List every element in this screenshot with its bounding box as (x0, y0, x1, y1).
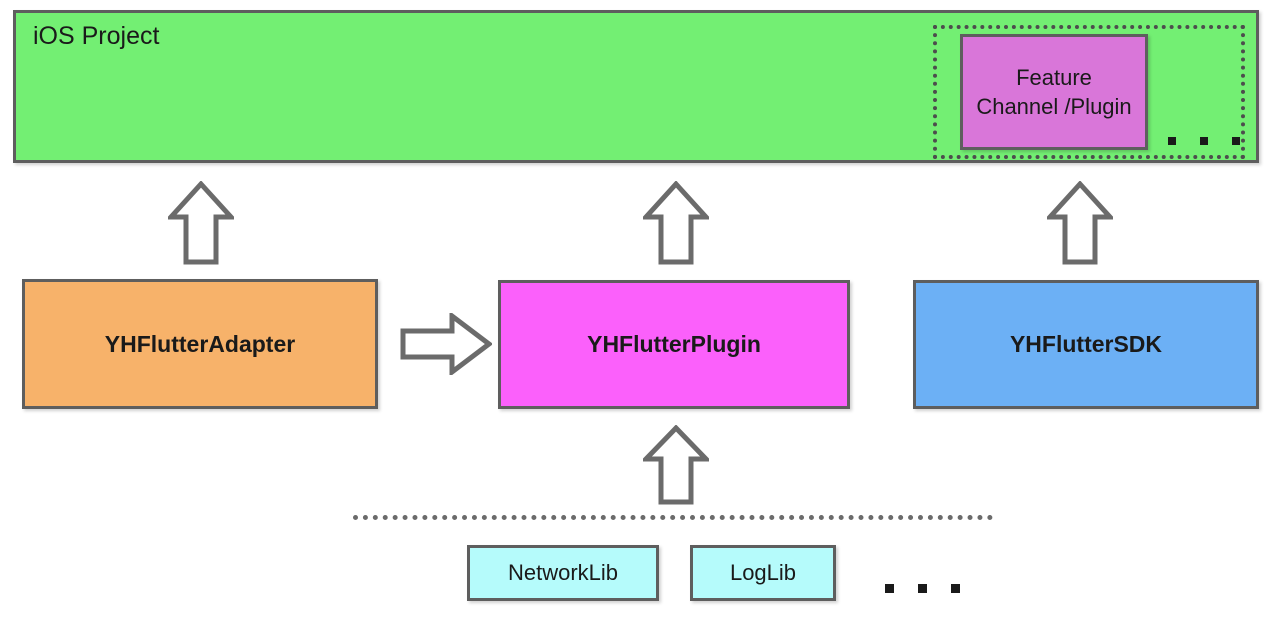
feature-box-line2: Channel /Plugin (976, 94, 1132, 119)
libraries-separator-line (353, 515, 993, 520)
feature-box-line1: Feature (1016, 65, 1092, 90)
ellipsis-dot (951, 584, 960, 593)
ellipsis-dot (1232, 137, 1240, 145)
arrow-up-sdk-to-ios-project (1047, 181, 1113, 265)
ios-project-label: iOS Project (33, 22, 160, 50)
yhflutteradapter-box: YHFlutterAdapter (22, 279, 378, 409)
ellipsis-dot (918, 584, 927, 593)
yhflutterplugin-box: YHFlutterPlugin (498, 280, 850, 409)
arrow-right-adapter-to-plugin (400, 313, 492, 375)
feature-channel-group (933, 25, 1245, 159)
loglib-box: LogLib (690, 545, 836, 601)
arrow-up-libraries-to-plugin (643, 425, 709, 505)
ellipsis-dot (1200, 137, 1208, 145)
yhfluttersdk-box: YHFlutterSDK (913, 280, 1259, 409)
arrow-up-plugin-to-ios-project (643, 181, 709, 265)
ellipsis-dot (885, 584, 894, 593)
networklib-box: NetworkLib (467, 545, 659, 601)
libraries-ellipsis-icon (885, 584, 960, 593)
feature-channel-plugin-box: Feature Channel /Plugin (960, 34, 1148, 150)
arrow-up-adapter-to-ios-project (168, 181, 234, 265)
feature-ellipsis-icon (1168, 137, 1240, 145)
ellipsis-dot (1168, 137, 1176, 145)
ios-project-container: iOS Project Feature Channel /Plugin (13, 10, 1259, 163)
